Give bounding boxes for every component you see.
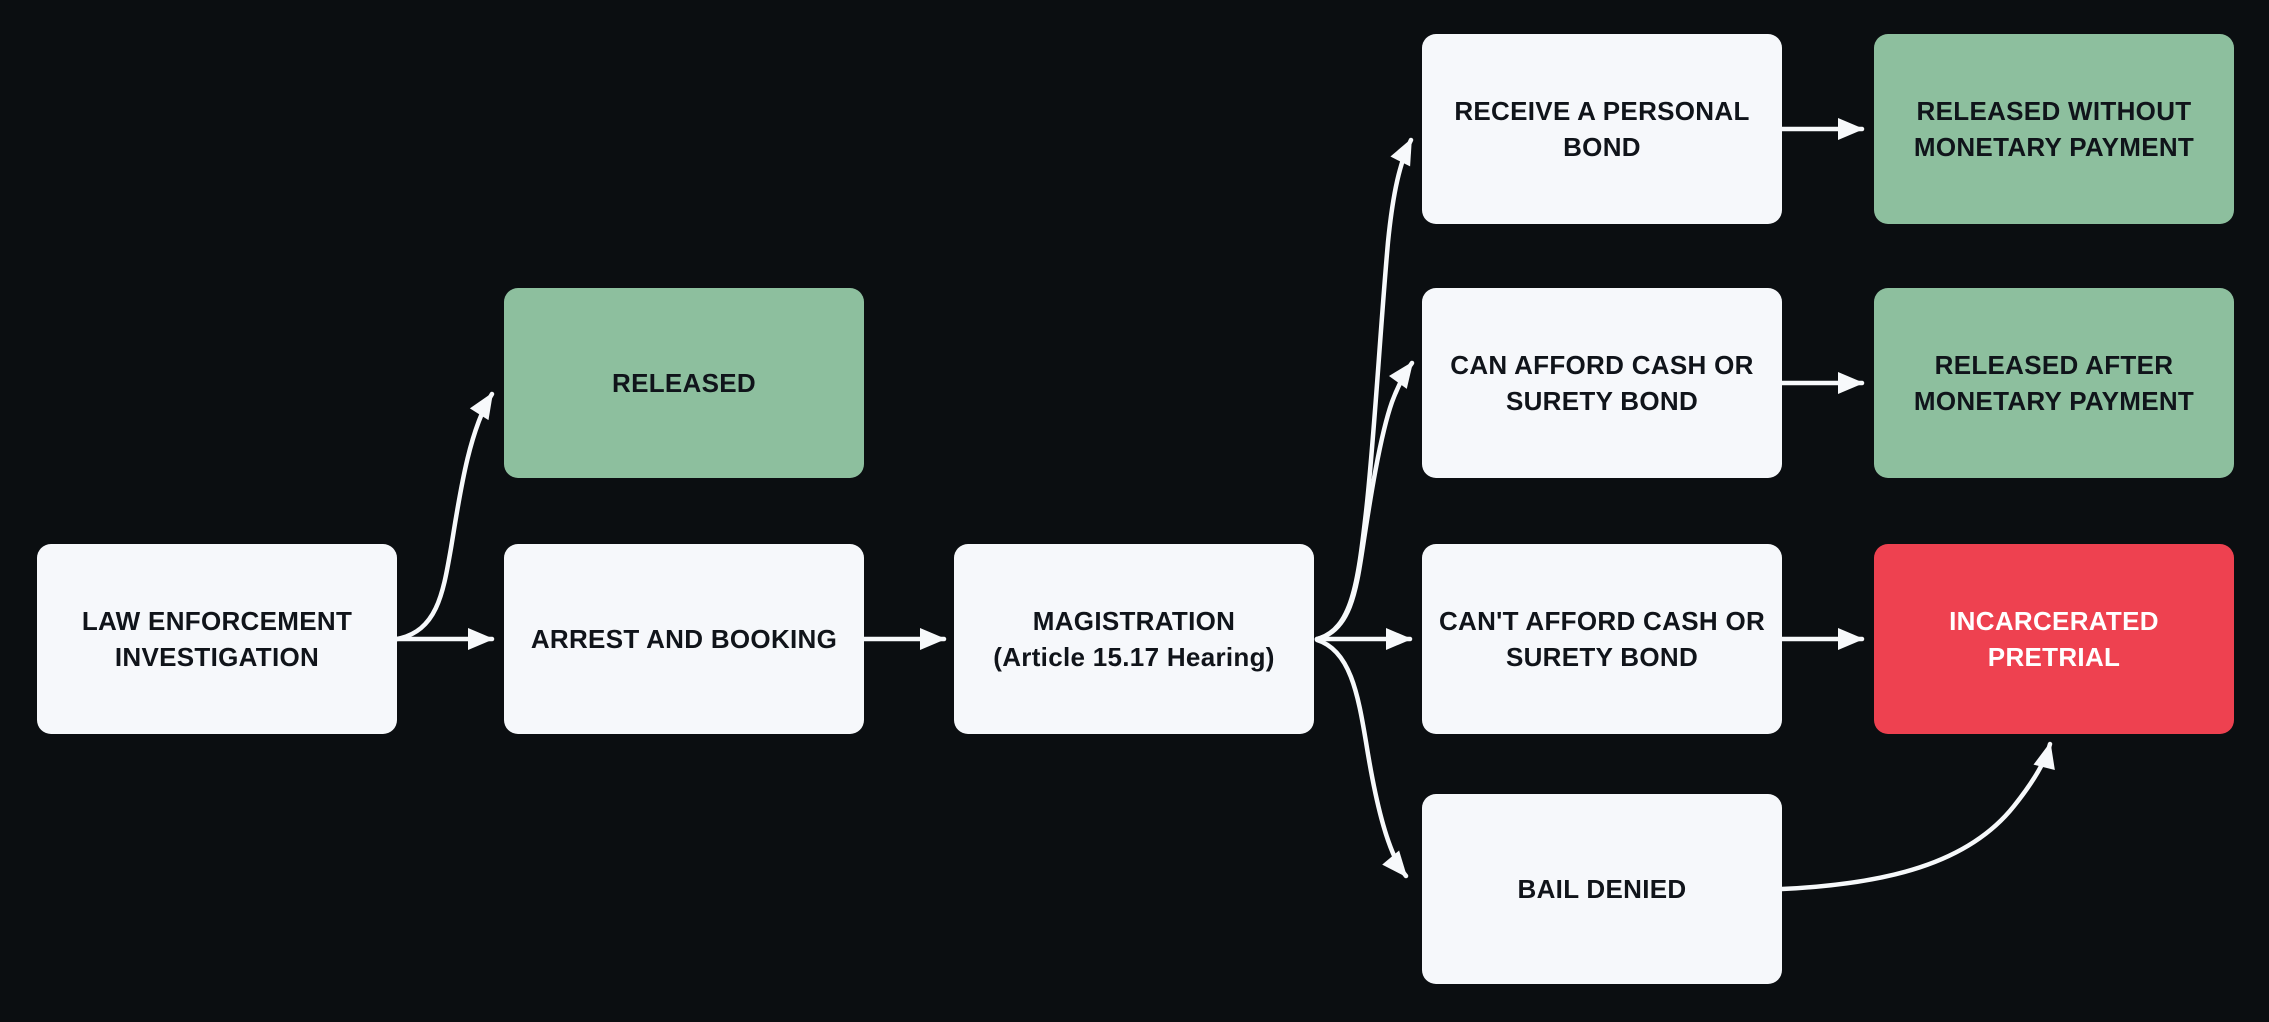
edge-law-to-released <box>394 391 495 642</box>
edge-magistration-to-bail-denied <box>1314 637 1409 879</box>
node-law-enforcement-investigation: LAW ENFORCEMENT INVESTIGATION <box>37 544 397 734</box>
node-released-after-monetary-payment: RELEASED AFTER MONETARY PAYMENT <box>1874 288 2234 478</box>
node-bail-denied: BAIL DENIED <box>1422 794 1782 984</box>
node-magistration: MAGISTRATION (Article 15.17 Hearing) <box>954 544 1314 734</box>
node-receive-a-personal-bond: RECEIVE A PERSONAL BOND <box>1422 34 1782 224</box>
edge-bail-denied-to-incarcerated <box>1779 741 2055 892</box>
node-released-without-monetary-payment: RELEASED WITHOUT MONETARY PAYMENT <box>1874 34 2234 224</box>
node-incarcerated-pretrial: INCARCERATED PRETRIAL <box>1874 544 2234 734</box>
edge-magistration-to-can-afford <box>1314 360 1415 642</box>
node-cant-afford-cash-or-surety-bond: CAN'T AFFORD CASH OR SURETY BOND <box>1422 544 1782 734</box>
node-released: RELEASED <box>504 288 864 478</box>
node-arrest-and-booking: ARREST AND BOOKING <box>504 544 864 734</box>
node-can-afford-cash-or-surety-bond: CAN AFFORD CASH OR SURETY BOND <box>1422 288 1782 478</box>
